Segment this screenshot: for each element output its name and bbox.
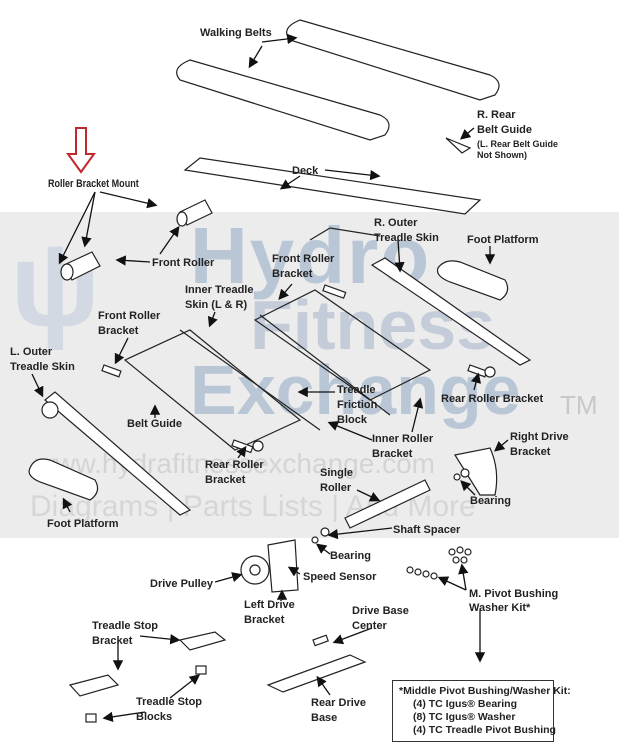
right-drive-bracket-part (454, 447, 498, 496)
label-drive-pulley: Drive Pulley (150, 578, 213, 590)
label-r-rear-belt-guide: Belt Guide (477, 124, 533, 136)
label-left-drive-bracket: Bracket (244, 614, 285, 626)
pivot-washers-part (406, 546, 472, 580)
watermark-trademark: TM (560, 390, 598, 420)
label-m-pivot-kit: M. Pivot Bushing (469, 588, 559, 600)
r-outer-treadle-skin-part (370, 257, 532, 366)
label-r-outer-treadle-skin: Treadle Skin (374, 232, 439, 244)
label-inner-roller-bracket: Bracket (372, 448, 413, 460)
label-r-rear-belt-guide: R. Rear (477, 109, 516, 121)
label-bearing: Bearing (470, 495, 511, 507)
rear-belt-guide-part (445, 137, 472, 154)
foot-platform-part (436, 260, 509, 301)
label-roller-bracket-mount: Roller Bracket Mount (48, 178, 139, 190)
label-treadle-stop-blocks: Treadle Stop (136, 696, 203, 708)
label-treadle-friction-block: Treadle (337, 384, 376, 396)
label-front-roller-bracket: Front Roller (272, 253, 335, 265)
watermark-brand: Hydro (190, 211, 432, 300)
label-right-drive-bracket: Bracket (510, 446, 551, 458)
label-front-roller-bracket: Bracket (272, 268, 313, 280)
left-drive-bracket-part (267, 539, 299, 593)
label-foot-platform: Foot Platform (47, 518, 119, 530)
label-inner-roller-bracket: Inner Roller (372, 433, 434, 445)
label-l-outer-treadle-skin: L. Outer (10, 346, 53, 358)
label-right-drive-bracket: Right Drive (510, 431, 569, 443)
treadle-stop-bracket-part (68, 674, 120, 697)
kit-item: (8) TC Igus® Washer (413, 711, 516, 723)
treadle-stop-bracket-part (178, 631, 227, 651)
label-rear-roller-bracket: Bracket (205, 474, 246, 486)
watermark-brand: Fitness (250, 286, 496, 364)
label-treadle-stop-bracket: Bracket (92, 635, 133, 647)
label-treadle-stop-blocks: Blocks (136, 711, 173, 723)
label-treadle-friction-block: Block (337, 414, 367, 426)
label-deck: Deck (292, 165, 319, 177)
walking-belt-part (286, 19, 500, 101)
single-roller-part (344, 479, 431, 529)
label-speed-sensor: Speed Sensor (303, 571, 377, 583)
label-single-roller: Roller (320, 482, 352, 494)
rear-drive-base-part (266, 654, 367, 693)
label-treadle-stop-bracket: Treadle Stop (92, 620, 159, 632)
kit-item: (4) TC Treadle Pivot Bushing (413, 724, 556, 736)
label-rear-drive-base: Base (311, 712, 338, 724)
frame-part (123, 329, 302, 451)
kit-item: (4) TC Igus® Bearing (413, 698, 517, 710)
treadle-stop-block-part (195, 665, 207, 675)
label-left-drive-bracket: Left Drive (244, 599, 295, 611)
drive-base-center-part (312, 634, 329, 647)
label-rear-drive-base: Rear Drive (311, 697, 367, 709)
label-inner-treadle-skin: Inner Treadle (185, 284, 254, 296)
label-drive-base-center: Drive Base (352, 605, 409, 617)
kit-title: *Middle Pivot Bushing/Washer Kit: (399, 685, 571, 697)
label-belt-guide: Belt Guide (127, 418, 183, 430)
label-r-outer-treadle-skin: R. Outer (374, 217, 418, 229)
foot-platform-part (28, 458, 99, 501)
deck-part (183, 157, 482, 215)
label-rear-note: (L. Rear Belt Guide (477, 139, 559, 149)
label-single-roller: Single (320, 467, 354, 479)
kit-contents-box: *Middle Pivot Bushing/Washer Kit: (4) TC… (392, 680, 571, 742)
label-inner-treadle-skin: Skin (L & R) (185, 299, 248, 311)
label-rear-roller-bracket: Rear Roller (205, 459, 264, 471)
label-shaft-spacer: Shaft Spacer (393, 524, 461, 536)
walking-belt-part (176, 59, 390, 141)
label-foot-platform: Foot Platform (467, 234, 539, 246)
label-drive-base-center: Center (352, 620, 387, 632)
label-front-roller-bracket: Bracket (98, 325, 139, 337)
label-m-pivot-kit: Washer Kit* (469, 602, 531, 614)
label-walking-belts: Walking Belts (200, 27, 272, 39)
red-pointer-arrow-icon (66, 127, 96, 174)
deck-part (309, 227, 381, 241)
label-front-roller: Front Roller (152, 257, 215, 269)
label-front-roller-bracket: Front Roller (98, 310, 161, 322)
l-outer-treadle-skin-part (44, 391, 192, 516)
frame-part (253, 289, 432, 401)
label-l-outer-treadle-skin: Treadle Skin (10, 361, 75, 373)
label-rear-roller-bracket: Rear Roller Bracket (441, 393, 544, 405)
label-rear-note: Not Shown) (477, 150, 527, 160)
watermark-band (0, 212, 619, 538)
watermark-url: www.hydrafitnessexchange.com (35, 448, 435, 479)
label-treadle-friction-block: Friction (337, 399, 378, 411)
treadle-stop-block-part (85, 713, 97, 723)
label-bearing: Bearing (330, 550, 371, 562)
